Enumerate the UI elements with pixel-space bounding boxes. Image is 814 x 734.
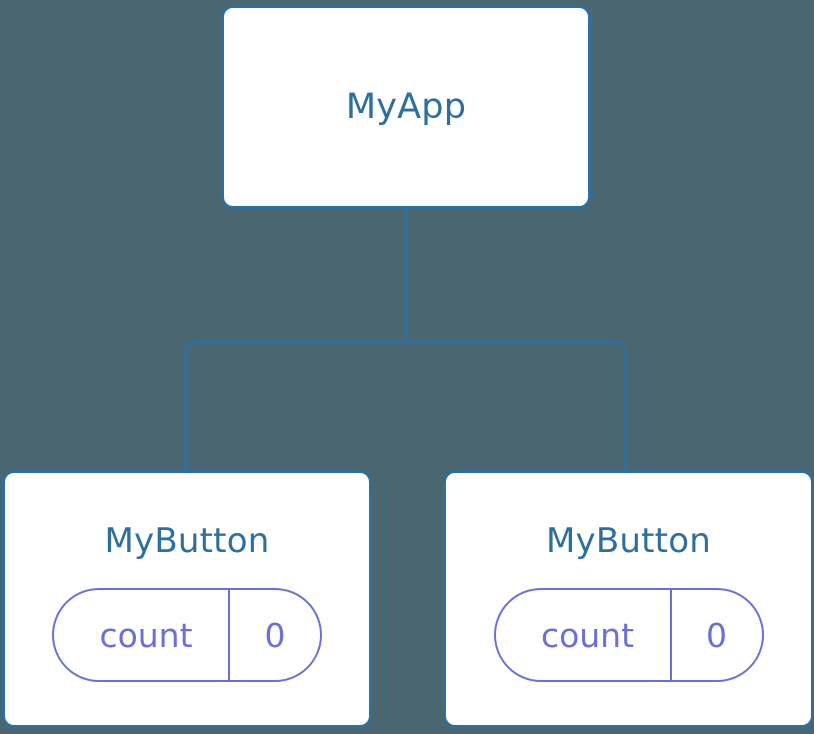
state-key-right: count bbox=[540, 615, 635, 655]
node-myapp[interactable]: MyApp bbox=[221, 5, 591, 209]
state-key-left: count bbox=[99, 615, 193, 655]
node-mybutton-left[interactable]: MyButton count 0 bbox=[2, 470, 372, 728]
node-mybutton-right[interactable]: MyButton count 0 bbox=[443, 470, 814, 728]
edge-myapp-to-mybutton-right bbox=[406, 340, 627, 470]
state-value-right: 0 bbox=[669, 590, 762, 680]
node-mybutton-left-label: MyButton bbox=[104, 521, 270, 561]
state-pill-left[interactable]: count 0 bbox=[52, 588, 322, 682]
node-mybutton-right-label: MyButton bbox=[546, 521, 711, 561]
node-myapp-label: MyApp bbox=[345, 86, 467, 127]
state-pill-right[interactable]: count 0 bbox=[493, 588, 764, 682]
state-value-left: 0 bbox=[228, 590, 320, 680]
edge-myapp-to-mybutton-left bbox=[184, 209, 408, 470]
